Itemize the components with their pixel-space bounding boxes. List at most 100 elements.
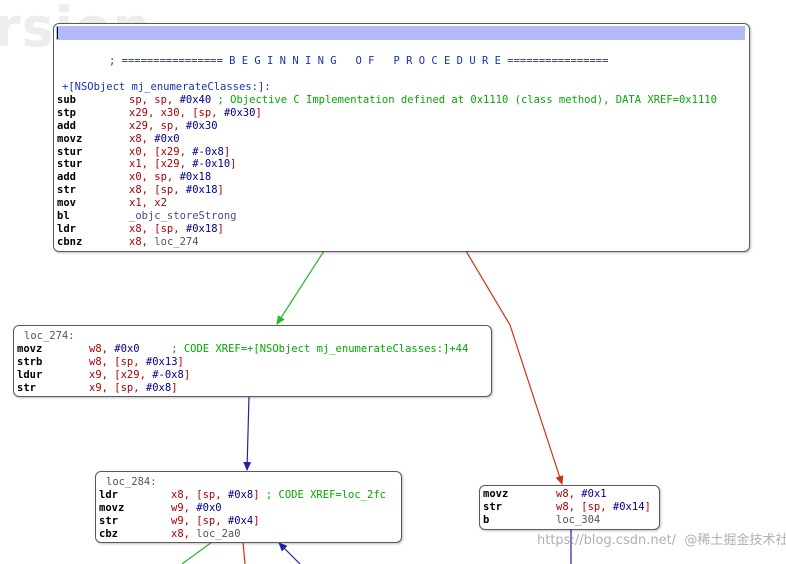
mnemonic: mov: [57, 197, 76, 210]
operands: w9, [sp, #0x4]: [171, 515, 260, 528]
watermark-text: https://blog.csdn.net/ @稀土掘金技术社区: [537, 533, 786, 548]
operand-register: ]: [183, 368, 191, 381]
instruction-row[interactable]: add x0, sp, #0x18: [54, 171, 749, 184]
operand-register: x1, [x29,: [129, 158, 193, 171]
operand-register: x8,: [171, 527, 197, 540]
operand-register: w9, [sp,: [171, 514, 228, 527]
operand-number: #0x18: [185, 222, 218, 235]
operand-register: x0, [x29,: [129, 145, 193, 158]
operand-register: x9, [sp,: [89, 381, 146, 394]
instruction-row[interactable]: stur x1, [x29, #-0x10]: [54, 158, 749, 171]
operand-number: #0x0: [154, 132, 180, 145]
operand-number: #0x0: [114, 342, 140, 355]
selection-bar: [56, 26, 745, 40]
operand-register: x8,: [129, 132, 155, 145]
operand-register: x29, x30, [sp,: [129, 106, 224, 119]
block-label: loc_274:: [24, 330, 75, 342]
instruction-row[interactable]: str w8, [sp, #0x14]: [480, 501, 659, 514]
operands: w8, #0x0 ; CODE XREF=+[NSObject mj_enume…: [89, 343, 468, 356]
mnemonic: strb: [17, 355, 43, 368]
instruction-row[interactable]: sub sp, sp, #0x40 ; Objective C Implement…: [54, 94, 749, 107]
operand-register: x8, [sp,: [129, 222, 186, 235]
operand-register: sp, sp,: [129, 94, 180, 106]
operand-symbol[interactable]: _objc_storeStrong: [129, 210, 237, 223]
procedure-name: +[NSObject mj_enumerateClasses:]:: [62, 81, 271, 93]
instruction-row[interactable]: b loc_304: [480, 514, 659, 527]
instruction-list: movz w8, #0x1 str w8, [sp, #0x14] b loc_304: [480, 488, 659, 527]
instruction-row[interactable]: movz w8, #0x1: [480, 488, 659, 501]
operand-number: #0x18: [179, 171, 212, 184]
operand-number: #0x13: [145, 355, 178, 368]
mnemonic: sub: [57, 94, 76, 106]
code-block-entry[interactable]: ; ================ B E G I N N I N G O F…: [53, 23, 750, 252]
instruction-row[interactable]: bl_objc_storeStrong: [54, 210, 749, 223]
operands: w8, [sp, #0x14]: [556, 501, 651, 514]
mnemonic: str: [483, 500, 502, 513]
operand-register: ]: [253, 514, 260, 527]
operand-register: x8, [sp,: [171, 488, 228, 501]
mnemonic: b: [483, 513, 490, 526]
instruction-row[interactable]: mov x1, x2: [54, 197, 749, 210]
operand-register: x9, [x29,: [89, 368, 153, 381]
mnemonic: str: [57, 184, 76, 197]
edge-loc-284-out-red: [242, 541, 246, 564]
mnemonic: str: [99, 514, 118, 527]
operands: x8, loc_274: [129, 236, 199, 249]
mnemonic: stur: [57, 158, 83, 171]
mnemonic: ldr: [57, 222, 76, 235]
operand-number: #-0x8: [192, 145, 224, 158]
mnemonic: add: [57, 119, 76, 132]
instruction-row[interactable]: str w9, [sp, #0x4]: [96, 515, 401, 528]
operands: x8, #0x0: [129, 133, 180, 146]
operands: x29, sp, #0x30: [129, 120, 218, 133]
edge-true-to-loc-274: [276, 250, 325, 325]
code-block-fallthrough[interactable]: movz w8, #0x1 str w8, [sp, #0x14] b loc_304: [479, 485, 660, 530]
operand-number: #0x1: [581, 488, 607, 500]
edge-loc-284-out-green: [181, 541, 213, 564]
operand-label[interactable]: loc_274: [154, 235, 199, 248]
operand-register: ]: [644, 500, 651, 513]
operand-comment: ; Objective C Implementation defined at …: [211, 94, 717, 106]
operand-comment: ; CODE XREF=loc_2fc: [259, 488, 386, 501]
operand-label[interactable]: loc_304: [556, 513, 601, 526]
operands: x1, [x29, #-0x10]: [129, 158, 236, 171]
operand-register: w9,: [171, 501, 197, 514]
operand-register: x29, sp,: [129, 119, 186, 132]
mnemonic: add: [57, 171, 76, 184]
operand-register: x0, sp,: [129, 171, 180, 184]
operand-register: ]: [223, 145, 231, 158]
operands: sp, sp, #0x40 ; Objective C Implementati…: [129, 94, 717, 107]
operand-label[interactable]: loc_2a0: [196, 527, 241, 540]
operands: x29, x30, [sp, #0x30]: [129, 107, 262, 120]
operand-register: ]: [230, 158, 237, 171]
operand-register: ]: [217, 184, 224, 197]
operands: x9, [x29, #-0x8]: [89, 369, 190, 382]
edge-loc-274-to-loc-284: [243, 395, 252, 471]
operands: _objc_storeStrong: [129, 210, 236, 223]
block-label: loc_284:: [106, 476, 157, 488]
operands: x9, [sp, #0x8]: [89, 382, 178, 395]
operand-number: #0x8: [227, 488, 254, 501]
operands: x1, x2: [129, 197, 167, 210]
operands: w8, #0x1: [556, 488, 607, 501]
operand-number: #0x18: [185, 184, 218, 197]
instruction-row[interactable]: add x29, sp, #0x30: [54, 120, 749, 133]
mnemonic: movz: [483, 488, 509, 500]
